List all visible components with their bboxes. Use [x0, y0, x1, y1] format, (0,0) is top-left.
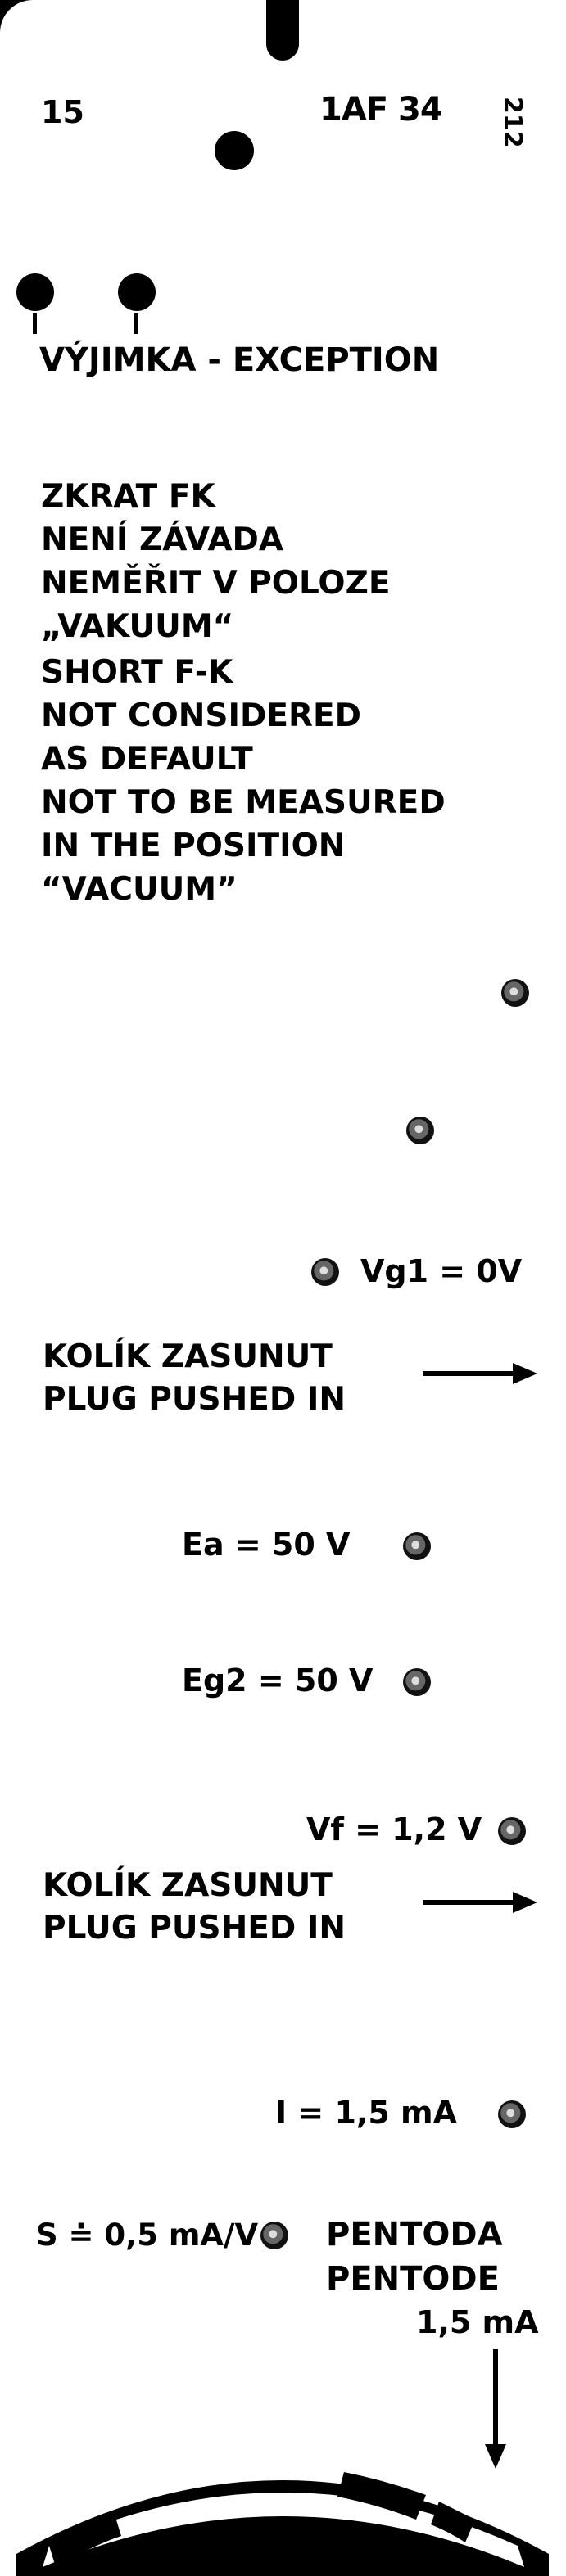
punch-hole	[16, 273, 54, 311]
exception-czech: ZKRAT FK NENÍ ZÁVADA NEMĚŘIT V POLOZE „V…	[41, 475, 391, 648]
position-marker	[406, 1117, 434, 1144]
plug-note-line: PLUG PUSHED IN	[43, 1910, 346, 1947]
plug-note-line: KOLÍK ZASUNUT	[43, 1867, 333, 1904]
scale-segment-mid	[337, 2472, 426, 2520]
position-marker	[260, 2222, 288, 2249]
exception-line: SHORT F-K	[41, 654, 233, 691]
punch-hole	[118, 273, 156, 311]
mode-current: 1,5 mA	[416, 2304, 539, 2340]
scale-segment-mid2	[431, 2502, 475, 2542]
exception-line: „VAKUUM“	[41, 608, 234, 645]
position-marker	[498, 1817, 526, 1845]
hole-tick	[134, 313, 138, 334]
exception-line: NENÍ ZÁVADA	[41, 521, 284, 558]
exception-line: ZKRAT FK	[41, 478, 215, 515]
scale-segment-left	[49, 2515, 121, 2567]
plug-note-line: PLUG PUSHED IN	[43, 1381, 346, 1418]
meter-scale-arc	[16, 2472, 549, 2576]
hole-tick	[33, 313, 37, 334]
position-marker	[403, 1532, 431, 1560]
arrow-down-icon	[493, 2349, 498, 2447]
arrow-right-icon	[423, 1371, 518, 1376]
arrow-right-icon	[423, 1900, 518, 1905]
tube-type: 1AF 34	[319, 91, 443, 129]
ea-label: Ea = 50 V	[182, 1527, 351, 1563]
punch-hole	[215, 131, 254, 170]
page-number: 15	[41, 94, 84, 130]
plug-note-line: KOLÍK ZASUNUT	[43, 1338, 333, 1375]
top-slot	[266, 0, 299, 61]
exception-line: NOT TO BE MEASURED	[41, 784, 446, 821]
exception-english: SHORT F-K NOT CONSIDERED AS DEFAULT NOT …	[41, 651, 446, 911]
arrow-right-icon	[513, 1892, 537, 1913]
position-marker	[501, 979, 529, 1007]
vf-label: Vf = 1,2 V	[306, 1811, 482, 1847]
plug-note-1: KOLÍK ZASUNUT PLUG PUSHED IN	[43, 1336, 346, 1421]
arrow-right-icon	[513, 1363, 537, 1384]
exception-line: NEMĚŘIT V POLOZE	[41, 565, 391, 602]
mode-cz: PENTODA	[326, 2216, 503, 2253]
arrow-down-icon	[485, 2444, 506, 2469]
exception-line: AS DEFAULT	[41, 741, 253, 778]
position-marker	[403, 1668, 431, 1696]
eg2-label: Eg2 = 50 V	[182, 1662, 374, 1699]
position-marker	[498, 2100, 526, 2128]
exception-line: NOT CONSIDERED	[41, 697, 362, 734]
transconductance-label: S ≐ 0,5 mA/V	[36, 2217, 259, 2253]
card-number: 212	[498, 97, 527, 148]
current-label: I = 1,5 mA	[275, 2095, 457, 2131]
position-marker	[311, 1258, 339, 1286]
exception-title: VÝJIMKA - EXCEPTION	[39, 341, 440, 379]
exception-line: “VACUUM”	[41, 871, 238, 908]
plug-note-2: KOLÍK ZASUNUT PLUG PUSHED IN	[43, 1865, 346, 1950]
mode-en: PENTODE	[326, 2260, 500, 2298]
exception-line: IN THE POSITION	[41, 828, 346, 864]
vg1-label: Vg1 = 0V	[360, 1253, 523, 1289]
